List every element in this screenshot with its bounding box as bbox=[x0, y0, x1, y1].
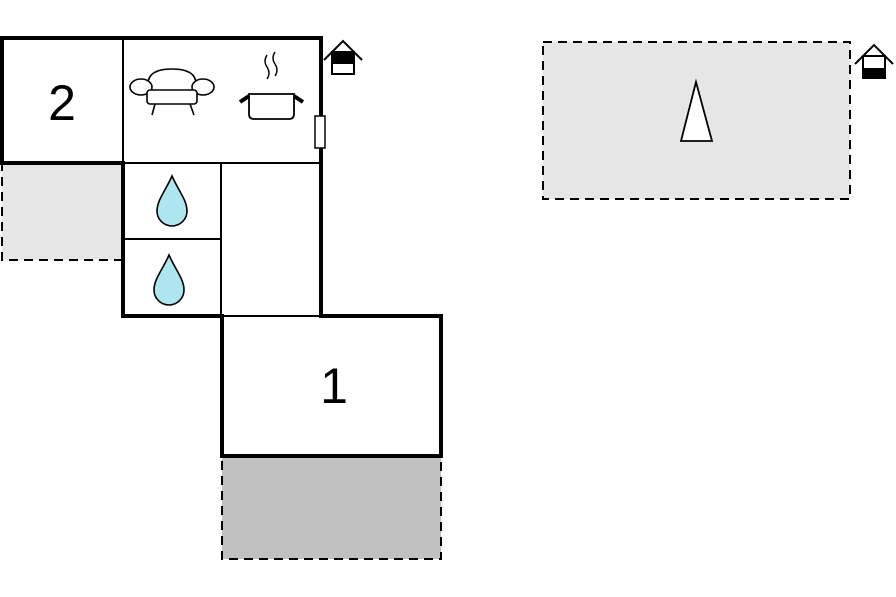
cooking-pot-icon bbox=[238, 51, 305, 120]
room-label-1: 1 bbox=[320, 358, 348, 414]
entrance-icon bbox=[323, 39, 363, 75]
sofa-icon bbox=[129, 68, 215, 116]
terrace-bottom bbox=[221, 455, 442, 560]
window-marker bbox=[314, 115, 326, 149]
water-drop-icon bbox=[153, 252, 185, 306]
interior-walls bbox=[122, 38, 320, 317]
outer-walls bbox=[0, 36, 443, 458]
water-drop-icon bbox=[156, 173, 188, 227]
entrance-icon bbox=[854, 43, 894, 79]
tent-icon bbox=[679, 78, 714, 142]
room-label-2: 2 bbox=[48, 75, 76, 131]
terrace-left bbox=[1, 162, 124, 261]
